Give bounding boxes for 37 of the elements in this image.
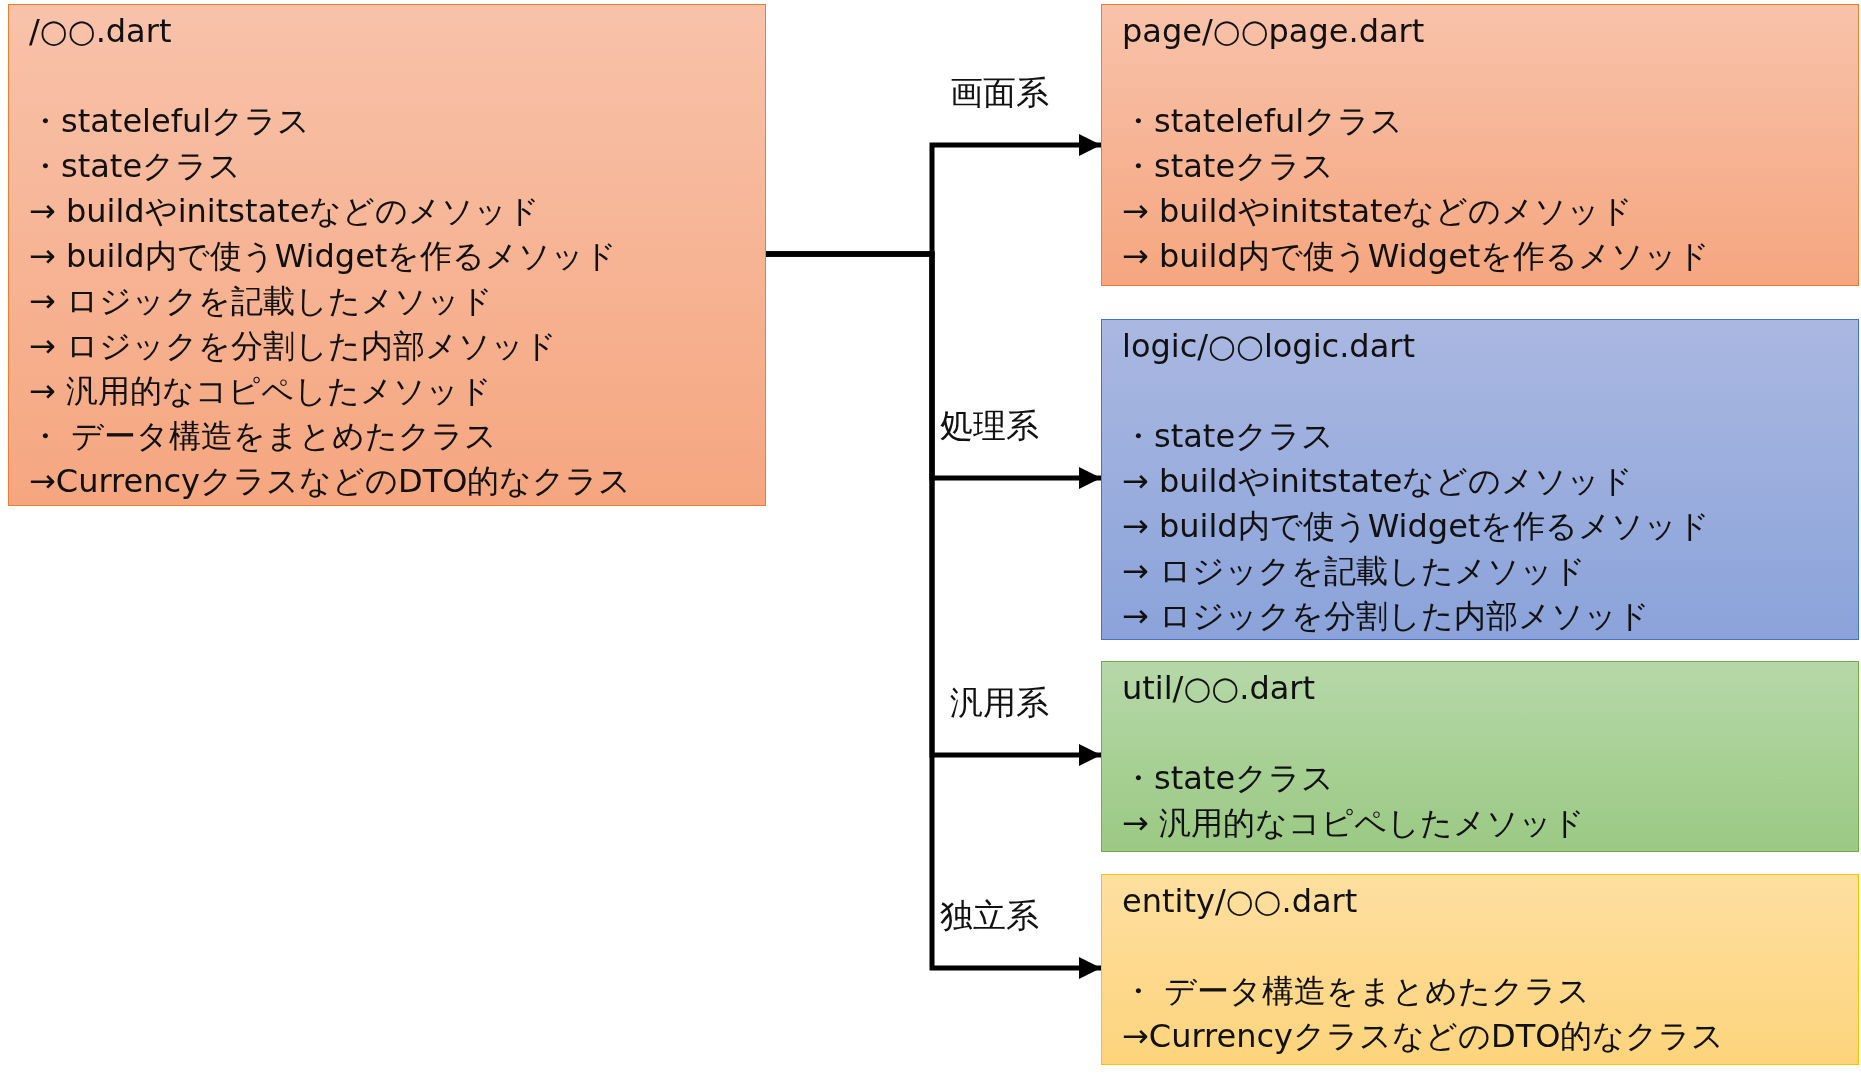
file-path: logic/○○logic.dart	[1122, 326, 1415, 367]
file-box	[1101, 661, 1859, 852]
list-item: →CurrencyクラスなどのDTO的なクラス	[29, 461, 632, 502]
list-item: → ロジックを記載したメソッド	[29, 281, 493, 322]
file-path: entity/○○.dart	[1122, 881, 1358, 922]
list-item: → build内で使うWidgetを作るメソッド	[1122, 236, 1711, 277]
list-item: →CurrencyクラスなどのDTO的なクラス	[1122, 1016, 1725, 1057]
list-item: → build内で使うWidgetを作るメソッド	[29, 236, 618, 277]
edge-label: 汎用系	[950, 683, 1049, 723]
edge-label: 独立系	[940, 896, 1039, 936]
list-item: → build内で使うWidgetを作るメソッド	[1122, 506, 1711, 547]
list-item: ・ データ構造をまとめたクラス	[29, 416, 498, 457]
list-item: ・stateクラス	[1122, 758, 1335, 799]
list-item: ・stateクラス	[1122, 416, 1335, 457]
edge-label: 画面系	[950, 73, 1049, 113]
file-path: page/○○page.dart	[1122, 11, 1425, 52]
list-item: ・statelefulクラス	[29, 101, 311, 142]
list-item: → buildやinitstateなどのメソッド	[1122, 461, 1634, 502]
file-box	[1101, 874, 1859, 1065]
list-item: → ロジックを分割した内部メソッド	[1122, 596, 1650, 637]
arrow	[766, 251, 1101, 979]
list-item: → ロジックを記載したメソッド	[1122, 551, 1586, 592]
file-box	[8, 4, 766, 506]
list-item: → 汎用的なコピペしたメソッド	[29, 371, 492, 412]
list-item: ・statelefulクラス	[1122, 101, 1404, 142]
file-box	[1101, 4, 1859, 286]
list-item: ・ データ構造をまとめたクラス	[1122, 971, 1591, 1012]
list-item: → ロジックを分割した内部メソッド	[29, 326, 557, 367]
list-item: → buildやinitstateなどのメソッド	[29, 191, 541, 232]
file-box	[1101, 319, 1859, 640]
list-item: ・stateクラス	[29, 146, 242, 187]
list-item: ・stateクラス	[1122, 146, 1335, 187]
file-path: util/○○.dart	[1122, 668, 1316, 709]
list-item: → 汎用的なコピペしたメソッド	[1122, 803, 1585, 844]
file-path: /○○.dart	[29, 11, 172, 52]
list-item: → buildやinitstateなどのメソッド	[1122, 191, 1634, 232]
edge-label: 処理系	[940, 406, 1039, 446]
